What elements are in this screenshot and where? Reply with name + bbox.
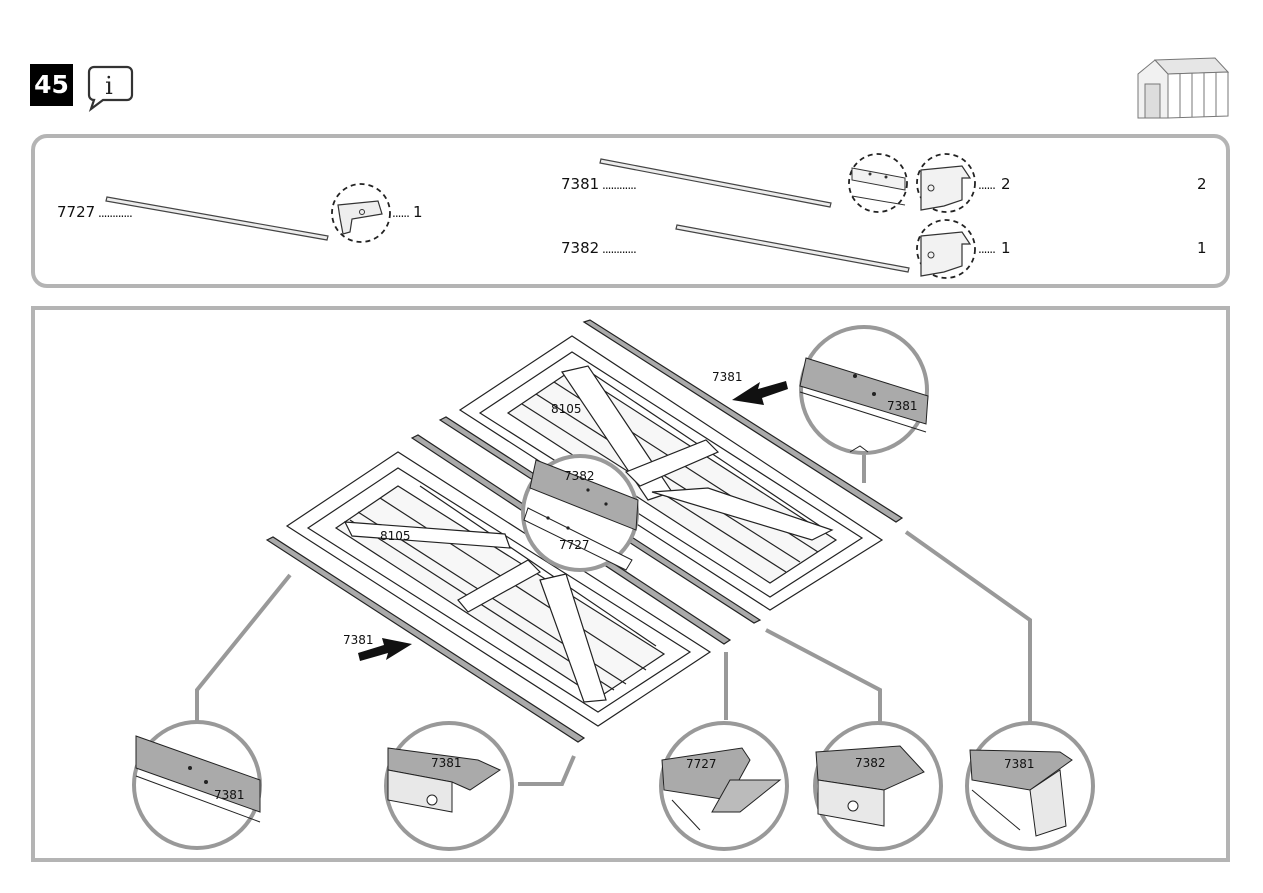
total-7381: 2 bbox=[1197, 175, 1207, 193]
qty-7381: 2 bbox=[1001, 175, 1011, 193]
part-7381-detail-circle-a bbox=[848, 153, 908, 213]
door-panel-right bbox=[458, 335, 884, 611]
part-dots-7381: ............ bbox=[602, 178, 637, 192]
label-detail-3: 7727 bbox=[686, 757, 717, 771]
arrow-icon-bottom bbox=[358, 638, 412, 661]
label-center-top: 7382 bbox=[564, 469, 595, 483]
part-7381-detail-circle-b bbox=[916, 153, 976, 213]
step-number-badge: 45 bbox=[30, 64, 73, 106]
part-id-7727: 7727 bbox=[57, 203, 96, 221]
label-detail-2: 7381 bbox=[431, 756, 462, 770]
door-panel-left bbox=[285, 451, 712, 727]
part-7727-detail-circle bbox=[331, 183, 391, 243]
detail-circle-3 bbox=[659, 721, 789, 851]
rail-7381-bottom bbox=[265, 536, 586, 743]
part-7382-detail-circle bbox=[916, 219, 976, 279]
detail-circle-5 bbox=[965, 721, 1095, 851]
label-panel-right: 8105 bbox=[551, 402, 582, 416]
detail-circle-top-right bbox=[799, 325, 929, 483]
part-id-7382: 7382 bbox=[561, 239, 600, 257]
qty-7727: 1 bbox=[413, 203, 423, 221]
part-id-7381: 7381 bbox=[561, 175, 600, 193]
total-7382: 1 bbox=[1197, 239, 1207, 257]
label-panel-left: 8105 bbox=[380, 529, 411, 543]
detail-circle-4 bbox=[813, 721, 943, 851]
info-icon: i bbox=[87, 65, 134, 112]
label-detail-4: 7382 bbox=[855, 756, 886, 770]
label-detail-5: 7381 bbox=[1004, 757, 1035, 771]
svg-text:i: i bbox=[105, 72, 113, 100]
qty-dots-7727: ...... bbox=[392, 206, 410, 220]
rail-7381-top bbox=[582, 319, 904, 523]
leader-lines bbox=[195, 530, 1032, 786]
part-dots-7727: ............ bbox=[98, 206, 133, 220]
part-7382-rail bbox=[675, 224, 910, 273]
shed-icon bbox=[1137, 57, 1230, 119]
qty-7382: 1 bbox=[1001, 239, 1011, 257]
label-detail-1: 7381 bbox=[214, 788, 245, 802]
qty-dots-7382: ...... bbox=[978, 242, 996, 256]
detail-circle-1 bbox=[132, 720, 262, 850]
center-detail-circle bbox=[521, 454, 639, 572]
label-center-bottom: 7727 bbox=[559, 538, 590, 552]
qty-dots-7381: ...... bbox=[978, 178, 996, 192]
part-7727-rail bbox=[105, 196, 329, 241]
detail-circle-2 bbox=[384, 721, 514, 851]
label-detail-top-right: 7381 bbox=[887, 399, 918, 413]
part-dots-7382: ............ bbox=[602, 242, 637, 256]
part-7381-rail bbox=[599, 158, 832, 208]
arrow-icon-top bbox=[732, 381, 788, 405]
label-rail-bottom: 7381 bbox=[343, 633, 374, 647]
assembly-diagram-panel bbox=[31, 306, 1230, 862]
parts-list-panel bbox=[31, 134, 1230, 288]
label-rail-top: 7381 bbox=[712, 370, 743, 384]
